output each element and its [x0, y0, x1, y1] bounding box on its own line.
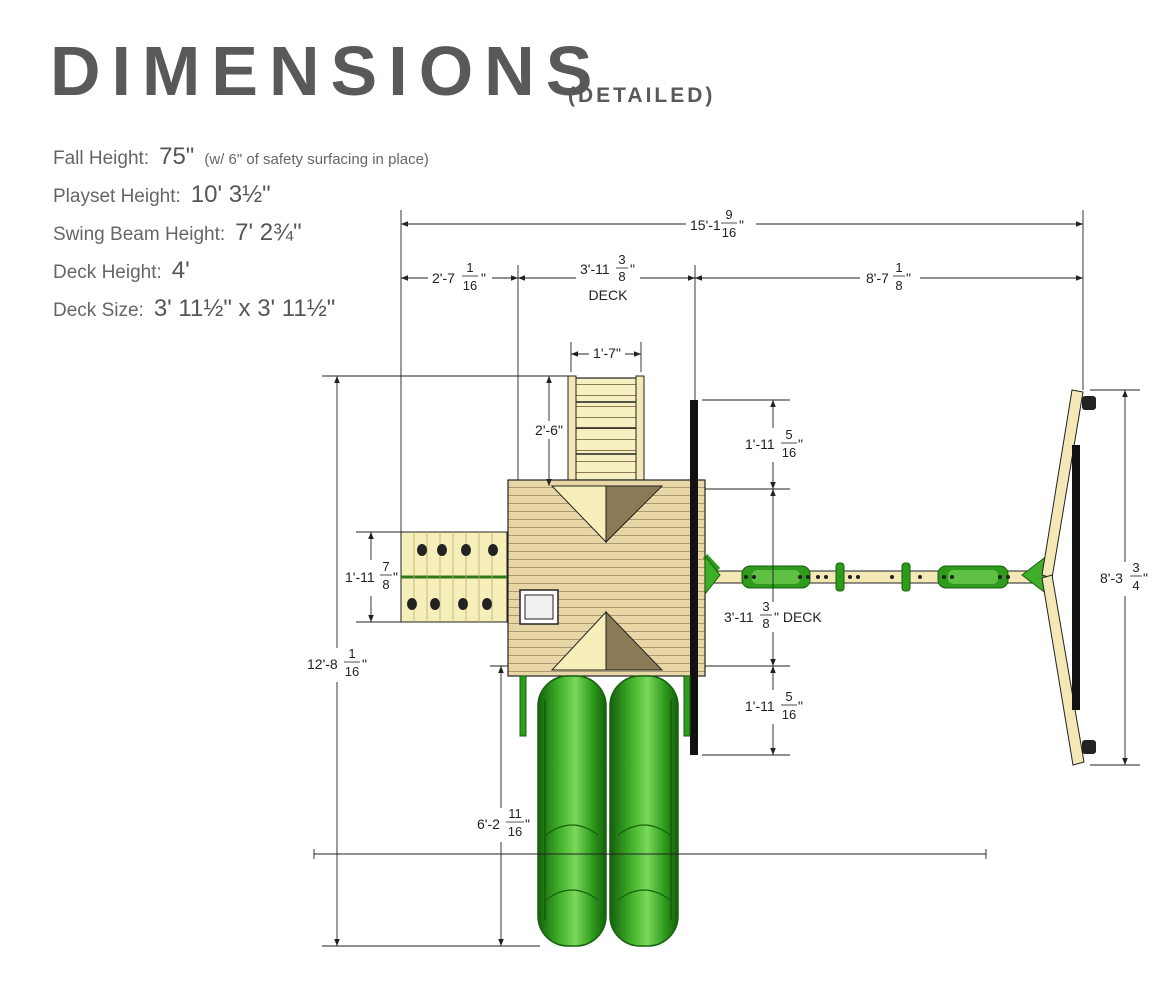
swing-seat	[741, 565, 811, 589]
svg-text:7: 7	[382, 559, 389, 574]
svg-text:": "	[906, 270, 911, 286]
dim-deck-depth: 3'-11 3 8 " DECK	[722, 599, 828, 632]
svg-text:11: 11	[508, 806, 522, 821]
main-deck	[507, 479, 721, 677]
svg-text:DECK: DECK	[589, 287, 629, 303]
svg-text:": "	[481, 270, 486, 286]
svg-text:": "	[630, 261, 635, 277]
page-subtitle: (DETAILED)	[568, 84, 716, 107]
svg-text:12'-8: 12'-8	[307, 656, 338, 672]
spec-deck-height: Deck Height: 4'	[53, 257, 429, 295]
page-title: DIMENSIONS	[50, 32, 604, 110]
wave-slide	[609, 675, 679, 947]
svg-text:": "	[739, 217, 744, 233]
svg-text:8: 8	[762, 616, 769, 631]
svg-text:1'-11: 1'-11	[745, 698, 775, 714]
dim-overall-width: 15'-1 9 16 "	[686, 207, 756, 242]
svg-text:5: 5	[785, 689, 792, 704]
swing-a-frame	[1041, 389, 1096, 766]
side-platform	[400, 531, 508, 623]
svg-text:8'-7: 8'-7	[866, 270, 889, 286]
svg-text:8: 8	[382, 577, 389, 592]
svg-text:16: 16	[722, 225, 736, 240]
svg-text:4: 4	[1132, 578, 1139, 593]
dim-ladder-length: 2'-6"	[531, 421, 567, 439]
spec-label: Fall Height:	[53, 148, 150, 169]
spec-swing-beam-height: Swing Beam Height: 7' 2¾"	[53, 219, 429, 257]
svg-text:2'-6": 2'-6"	[535, 422, 563, 438]
trapeze-bar	[835, 562, 911, 592]
spec-value: 7' 2¾"	[235, 219, 302, 246]
spec-label: Deck Height:	[53, 262, 162, 283]
dim-ladder-width: 1'-7"	[589, 344, 625, 362]
svg-text:3'-11: 3'-11	[580, 261, 610, 277]
spec-fall-height: Fall Height: 75" (w/ 6" of safety surfac…	[53, 143, 429, 181]
spec-label: Swing Beam Height:	[53, 224, 226, 245]
svg-text:3'-11: 3'-11	[724, 609, 754, 625]
dim-swing-beam-length: 8'-7 1 8 "	[860, 260, 920, 296]
svg-text:16: 16	[345, 664, 359, 679]
dim-a-frame-width: 8'-3 3 4 "	[1098, 560, 1150, 596]
dim-left-extension: 2'-7 1 16 "	[428, 260, 492, 295]
spec-playset-height: Playset Height: 10' 3½"	[53, 181, 429, 219]
spec-value: 10' 3½"	[190, 181, 271, 208]
ladder	[567, 375, 645, 481]
svg-text:1'-11: 1'-11	[745, 436, 775, 452]
svg-text:": "	[798, 698, 803, 714]
dim-deck-width: 3'-11 3 8 " DECK	[576, 252, 640, 306]
svg-text:1: 1	[348, 646, 355, 661]
svg-text:3: 3	[618, 252, 625, 267]
svg-text:": "	[362, 656, 367, 672]
spec-note: (w/ 6" of safety surfacing in place)	[204, 151, 429, 168]
svg-text:": "	[525, 816, 530, 832]
spec-label: Playset Height:	[53, 186, 181, 207]
dim-side-platform-depth: 1'-11 7 8 "	[342, 559, 400, 596]
svg-text:1: 1	[466, 260, 473, 275]
svg-text:8: 8	[618, 269, 625, 284]
svg-text:" DECK: " DECK	[774, 609, 822, 625]
svg-text:3: 3	[1132, 560, 1139, 575]
svg-text:2'-7: 2'-7	[432, 270, 455, 286]
dim-slide-length: 6'-2 11 16 "	[474, 806, 534, 842]
svg-text:": "	[1143, 570, 1148, 586]
dim-lower-offset: 1'-11 5 16 "	[742, 689, 808, 724]
specs-list: Fall Height: 75" (w/ 6" of safety surfac…	[53, 143, 429, 333]
svg-text:9: 9	[725, 207, 732, 222]
svg-text:1: 1	[895, 260, 902, 275]
wave-slide	[537, 675, 607, 947]
svg-text:8'-3: 8'-3	[1100, 570, 1123, 586]
svg-text:6'-2: 6'-2	[477, 816, 500, 832]
svg-text:16: 16	[508, 824, 522, 839]
deck-post	[690, 400, 698, 755]
dim-overall-depth: 12'-8 1 16 "	[304, 646, 372, 682]
svg-text:1'-11: 1'-11	[345, 569, 375, 585]
svg-text:": "	[393, 569, 398, 585]
spec-value: 4'	[171, 257, 190, 284]
svg-text:16: 16	[782, 707, 796, 722]
spec-value: 75"	[159, 143, 195, 170]
swing-beam	[704, 550, 1053, 600]
swing-seat	[937, 565, 1009, 589]
spec-value: 3' 11½" x 3' 11½"	[153, 295, 336, 322]
svg-text:": "	[798, 436, 803, 452]
svg-text:8: 8	[895, 278, 902, 293]
spec-deck-size: Deck Size: 3' 11½" x 3' 11½"	[53, 295, 429, 333]
svg-text:15'-1: 15'-1	[690, 217, 721, 233]
svg-text:5: 5	[785, 427, 792, 442]
svg-text:1'-7": 1'-7"	[593, 345, 621, 361]
spec-label: Deck Size:	[53, 300, 144, 321]
dim-upper-offset: 1'-11 5 16 "	[742, 427, 808, 462]
svg-text:3: 3	[762, 599, 769, 614]
svg-text:16: 16	[782, 445, 796, 460]
svg-text:16: 16	[463, 278, 477, 293]
